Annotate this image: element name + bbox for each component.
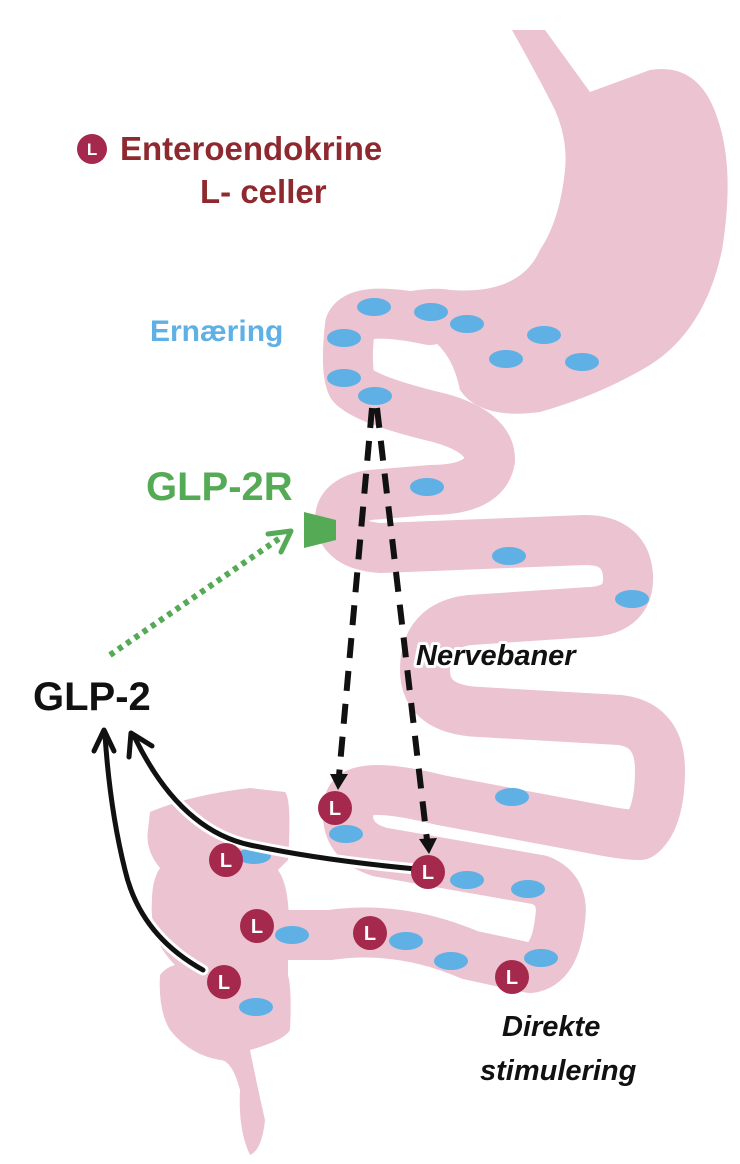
direct-stimulation-arrows	[91, 727, 422, 976]
svg-text:L: L	[218, 972, 230, 994]
direct-stimulation-label-line2: stimulering	[480, 1055, 637, 1087]
l-cell: L	[411, 855, 445, 889]
neural-arrow-right	[374, 407, 430, 841]
svg-text:L: L	[87, 140, 97, 159]
l-cell: L	[353, 916, 387, 950]
legend-title-line1: Enteroendokrine	[120, 130, 382, 167]
l-cells: L L L L L L L	[207, 791, 529, 999]
svg-text:L: L	[364, 923, 376, 945]
nutrient-oval	[489, 350, 523, 368]
direct-stimulation-label-line1: Direkte	[502, 1011, 600, 1043]
l-cell: L	[495, 960, 529, 994]
stomach	[362, 30, 728, 414]
neural-arrowhead-right	[419, 838, 437, 854]
l-cell-icon: L	[77, 134, 107, 164]
nutrient-oval	[434, 952, 468, 970]
svg-text:L: L	[506, 967, 518, 989]
small-intestine	[255, 288, 685, 993]
nutrient-oval	[511, 880, 545, 898]
nutrient-oval	[615, 590, 649, 608]
nutrition-label: Ernæring	[150, 315, 283, 348]
nutrient-oval	[565, 353, 599, 371]
neural-pathway-label: Nervebaner	[416, 640, 577, 672]
nutrient-oval	[358, 387, 392, 405]
nutrient-oval	[414, 303, 448, 321]
nutrient-oval	[239, 998, 273, 1016]
nutrient-oval	[327, 369, 361, 387]
nutrient-oval	[527, 326, 561, 344]
nutrient-oval	[495, 788, 529, 806]
svg-text:L: L	[329, 798, 341, 820]
svg-text:L: L	[220, 850, 232, 872]
nutrient-oval	[410, 478, 444, 496]
direct-arrowhead-lower	[91, 727, 117, 754]
nutrient-oval	[524, 949, 558, 967]
l-cell: L	[207, 965, 241, 999]
nutrient-oval	[329, 825, 363, 843]
neural-arrow-left	[336, 407, 375, 777]
hormone-label: GLP-2	[33, 675, 151, 719]
direct-arrow-lower	[102, 732, 206, 973]
receptor-binding-arrowhead	[265, 528, 294, 555]
nutrient-oval	[450, 315, 484, 333]
l-cell: L	[209, 843, 243, 877]
nutrient-oval	[275, 926, 309, 944]
nutrient-oval	[327, 329, 361, 347]
svg-text:L: L	[422, 862, 434, 884]
svg-text:L: L	[251, 916, 263, 938]
legend: L Enteroendokrine L- celler	[77, 130, 382, 210]
nutrient-oval	[450, 871, 484, 889]
nutrient-oval	[389, 932, 423, 950]
direct-arrow-upper	[132, 735, 419, 872]
nutrient-oval	[357, 298, 391, 316]
legend-title-line2: L- celler	[200, 173, 327, 210]
nutrient-oval	[492, 547, 526, 565]
l-cell: L	[240, 909, 274, 943]
neural-arrowhead-left	[330, 774, 348, 790]
nutrients	[237, 298, 649, 1016]
l-cell: L	[318, 791, 352, 825]
glp2-receptor-icon	[304, 512, 336, 548]
neural-pathway-arrows	[336, 407, 430, 841]
receptor-binding-arrow	[108, 535, 282, 658]
direct-arrowhead-upper	[126, 730, 155, 760]
receptor-label: GLP-2R	[146, 465, 293, 509]
